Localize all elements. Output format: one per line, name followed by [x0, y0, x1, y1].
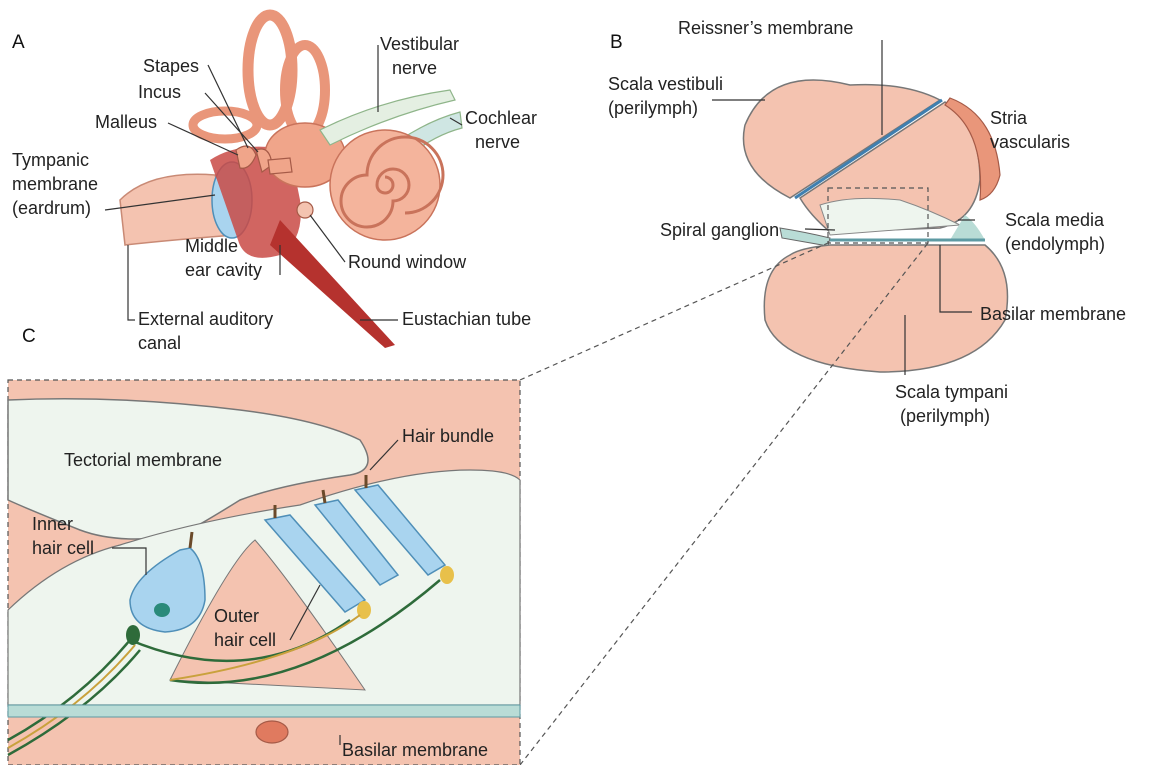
label-eac-2: canal	[138, 333, 181, 353]
panel-label-a: A	[12, 32, 25, 53]
panel-c-organ-of-corti: C Hair bundle Tectorial membrane Inner h…	[8, 326, 520, 765]
label-inner-2: hair cell	[32, 538, 94, 558]
label-middle-1: Middle	[185, 236, 238, 256]
panel-a-ear-diagram: A Stapes Incus Malleus Tympanic membrane…	[12, 15, 537, 353]
label-sm-1: Scala media	[1005, 210, 1105, 230]
inner-hair-cell-nucleus	[154, 603, 170, 617]
label-vestibular-2: nerve	[392, 58, 437, 78]
label-eustachian: Eustachian tube	[402, 309, 531, 329]
label-eac-1: External auditory	[138, 309, 273, 329]
label-st-2: (perilymph)	[900, 406, 990, 426]
basilar-membrane-band	[8, 705, 520, 717]
hair-bundle-1	[190, 532, 192, 548]
spiral-ganglion-shape	[780, 228, 830, 246]
label-tympanic-1: Tympanic	[12, 150, 89, 170]
label-basilar-b: Basilar membrane	[980, 304, 1126, 324]
label-inner-1: Inner	[32, 514, 73, 534]
label-stria-2: vascularis	[990, 132, 1070, 152]
label-sv-2: (perilymph)	[608, 98, 698, 118]
label-basilar-c: Basilar membrane	[342, 740, 488, 760]
label-middle-2: ear cavity	[185, 260, 262, 280]
label-stria-1: Stria	[990, 108, 1028, 128]
label-round-window: Round window	[348, 252, 467, 272]
label-hair-bundle: Hair bundle	[402, 426, 494, 446]
label-tympanic-3: (eardrum)	[12, 198, 91, 218]
label-cochlear-1: Cochlear	[465, 108, 537, 128]
panel-label-b: B	[610, 32, 623, 53]
panel-b-cochlea-cross-section: B Reissner’s membrane Scala vestibuli (p…	[608, 18, 1126, 426]
panel-label-c: C	[22, 326, 36, 347]
label-vestibular-1: Vestibular	[380, 34, 459, 54]
stapes-shape	[268, 158, 292, 174]
label-sv-1: Scala vestibuli	[608, 74, 723, 94]
label-reissner: Reissner’s membrane	[678, 18, 853, 38]
label-cochlear-2: nerve	[475, 132, 520, 152]
label-tympanic-2: membrane	[12, 174, 98, 194]
blood-vessel	[256, 721, 288, 743]
label-outer-1: Outer	[214, 606, 259, 626]
label-sm-2: (endolymph)	[1005, 234, 1105, 254]
label-spiral-ganglion: Spiral ganglion	[660, 220, 779, 240]
label-outer-2: hair cell	[214, 630, 276, 650]
label-tectorial: Tectorial membrane	[64, 450, 222, 470]
label-stapes: Stapes	[143, 56, 199, 76]
label-st-1: Scala tympani	[895, 382, 1008, 402]
label-incus: Incus	[138, 82, 181, 102]
hair-bundle-3	[323, 490, 325, 503]
label-malleus: Malleus	[95, 112, 157, 132]
scala-tympani-shape	[764, 245, 1007, 372]
efferent-terminal-2	[440, 566, 454, 584]
